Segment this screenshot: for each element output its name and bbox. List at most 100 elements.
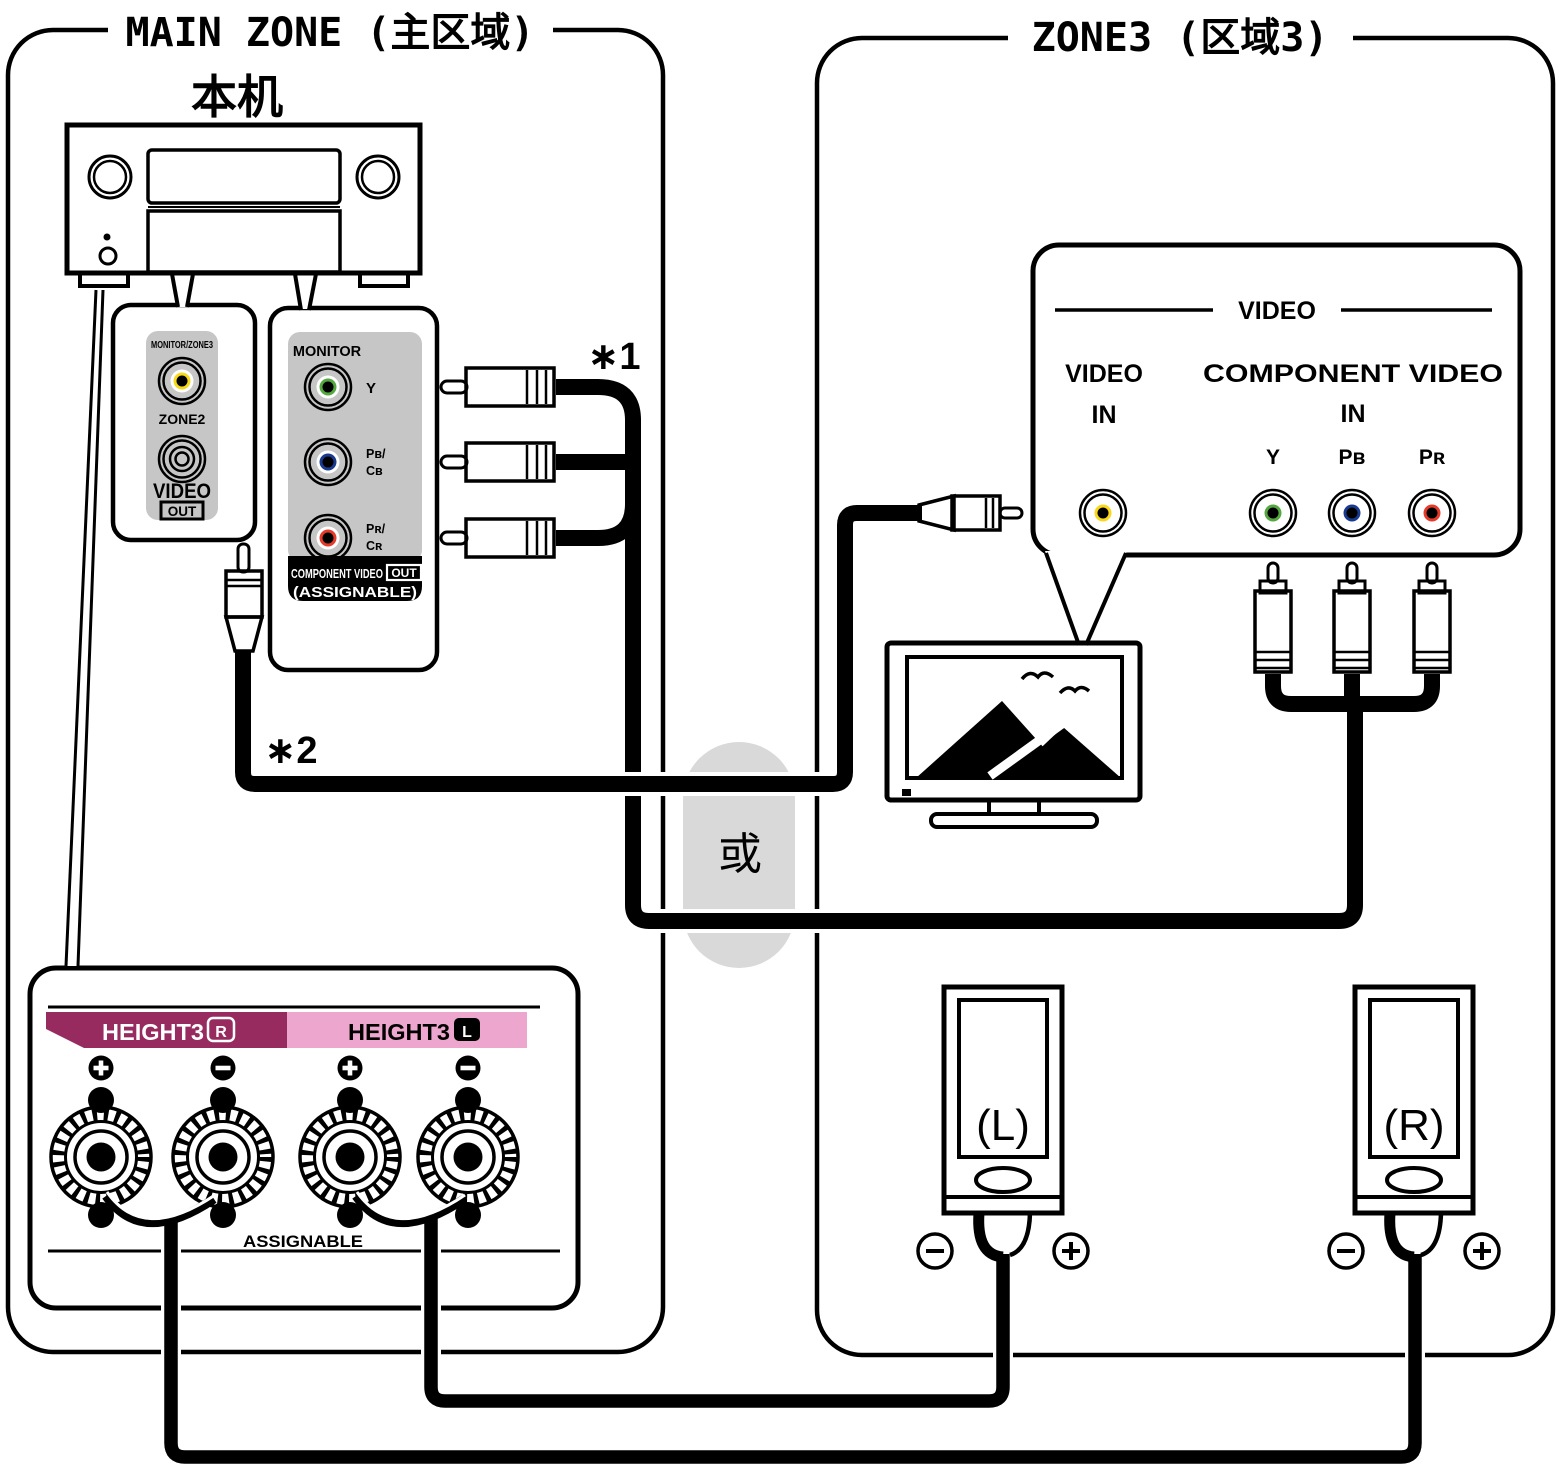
- av-receiver: [64, 122, 423, 288]
- zone3-title-bg: [1008, 12, 1353, 64]
- speaker-left-plus-icon: [1052, 1232, 1090, 1270]
- r-badge-box: [206, 1016, 236, 1043]
- pr-label: Pʀ/: [366, 522, 386, 536]
- r-badge: R: [215, 1024, 227, 1041]
- receiver-led: [103, 233, 111, 241]
- receiver-front-panel: [146, 209, 342, 274]
- component-out-panel: MONITOR Y Pʙ/ Cʙ Pʀ/ Cʀ COMPONENT VI: [267, 305, 440, 673]
- zone3-plug-green: [1253, 561, 1293, 674]
- zone3-title: ZONE3 (区域3): [1032, 15, 1329, 61]
- composite-video-cable: [231, 501, 922, 796]
- pr-out-jack: [303, 513, 353, 563]
- video-in-jack: [1078, 488, 1128, 538]
- speaker-right: (R): [1352, 984, 1476, 1216]
- speaker-left-wire-loop: [973, 1212, 1033, 1263]
- receiver-left-knob: [87, 154, 133, 200]
- height3-r-label: HEIGHT3: [102, 1019, 204, 1045]
- pb-label: Pʙ/: [366, 447, 386, 461]
- l-badge-box: [454, 1018, 480, 1041]
- component-video-cable: [556, 375, 1444, 933]
- component-video-out-label: COMPONENT VIDEO: [291, 567, 383, 581]
- receiver-right-knob: [355, 154, 401, 200]
- receiver-left-foot: [78, 271, 130, 288]
- zone2-jack: [157, 434, 207, 484]
- zone2-label: ZONE2: [159, 411, 206, 427]
- height3-l-label: HEIGHT3: [348, 1019, 450, 1045]
- y-out-jack: [303, 362, 353, 412]
- minus-icon: [210, 1055, 236, 1081]
- speaker-panel-callout-tail: [64, 289, 105, 967]
- component-plug-green: [439, 366, 556, 408]
- receiver-power-button: [98, 246, 118, 266]
- out-badge2: OUT: [391, 566, 417, 580]
- receiver-right-foot: [358, 271, 410, 288]
- binding-post-r-minus: [171, 1087, 275, 1228]
- composite-plug-tv-end: [917, 493, 1024, 533]
- monitor-zone3-jack: [157, 356, 207, 406]
- component-plug-red: [439, 517, 556, 559]
- y-in-jack: [1248, 488, 1298, 538]
- cr-label: Cʀ: [366, 539, 383, 553]
- component-footer-band: [288, 556, 422, 601]
- y-in-label: Y: [1266, 446, 1280, 469]
- pb-in-label: Pʙ: [1339, 446, 1366, 469]
- terminal-wire-left: [352, 1191, 467, 1228]
- video-out-label: VIDEO: [153, 480, 211, 503]
- binding-post-l-minus: [416, 1087, 520, 1228]
- zone3-video-panel: VIDEO VIDEO IN COMPONENT VIDEO IN Y Pʙ P…: [1030, 242, 1523, 558]
- tv-stand-base: [929, 812, 1099, 829]
- main-zone-title: MAIN ZONE (主区域): [126, 10, 535, 56]
- height3-r-band: [46, 1012, 287, 1048]
- note-2: ∗2: [265, 730, 318, 772]
- video-in-sub: IN: [1092, 401, 1117, 429]
- zone3-box: ZONE3 (区域3): [814, 12, 1556, 1358]
- speaker-left-label: (L): [976, 1101, 1030, 1150]
- tv: [884, 640, 1143, 829]
- speaker-cable-left: [421, 1216, 1013, 1411]
- assignable-label: ASSIGNABLE: [243, 1233, 363, 1251]
- speaker-left-minus-icon: [916, 1232, 954, 1270]
- main-zone-title-bg: [108, 6, 553, 56]
- speaker-left: (L): [941, 984, 1065, 1216]
- l-badge: L: [462, 1024, 472, 1041]
- receiver-label: 本机: [191, 71, 283, 123]
- video-in-label: VIDEO: [1065, 360, 1143, 388]
- tv-callout-tail: [1044, 551, 1128, 646]
- zone3-plug-red: [1412, 561, 1452, 674]
- height3-l-band: [287, 1012, 527, 1048]
- out-badge: OUT: [168, 504, 197, 519]
- receiver-callout-tails: [170, 273, 318, 311]
- note-1: ∗1: [588, 336, 641, 378]
- terminal-wire-right: [102, 1191, 217, 1228]
- tv-button: [902, 789, 911, 796]
- speaker-right-terminal-cup: [1385, 1166, 1443, 1194]
- y-label: Y: [366, 380, 376, 397]
- video-out-panel: MONITOR/ZONE3 ZONE2 VIDEO OUT: [110, 302, 258, 543]
- component-plug-blue: [439, 441, 556, 483]
- pr-in-jack: [1407, 488, 1457, 538]
- speaker-cable-right: [161, 1216, 1425, 1467]
- video-section-label: VIDEO: [1238, 297, 1316, 325]
- speaker-right-label: (R): [1383, 1101, 1444, 1150]
- receiver-display: [146, 148, 342, 205]
- monitor-zone3-label: MONITOR/ZONE3: [151, 340, 213, 351]
- tv-bird: [1058, 685, 1091, 695]
- speaker-right-minus-icon: [1327, 1232, 1365, 1270]
- zone3-plug-blue: [1332, 561, 1372, 674]
- plus-icon: [337, 1055, 363, 1081]
- component-in-label: COMPONENT VIDEO: [1203, 360, 1503, 388]
- tv-bird: [1020, 671, 1055, 681]
- pb-in-jack: [1327, 488, 1377, 538]
- speaker-right-wire-loop: [1384, 1212, 1444, 1263]
- component-in-sub: IN: [1341, 400, 1366, 428]
- cb-label: Cʙ: [366, 464, 383, 478]
- out-badge-box: [159, 500, 205, 521]
- minus-icon: [455, 1055, 481, 1081]
- pr-in-label: Pʀ: [1419, 446, 1446, 469]
- tv-mountain-right: [1009, 727, 1121, 778]
- plus-icon: [88, 1055, 114, 1081]
- pb-out-jack: [303, 437, 353, 487]
- or-label: 或: [718, 830, 762, 879]
